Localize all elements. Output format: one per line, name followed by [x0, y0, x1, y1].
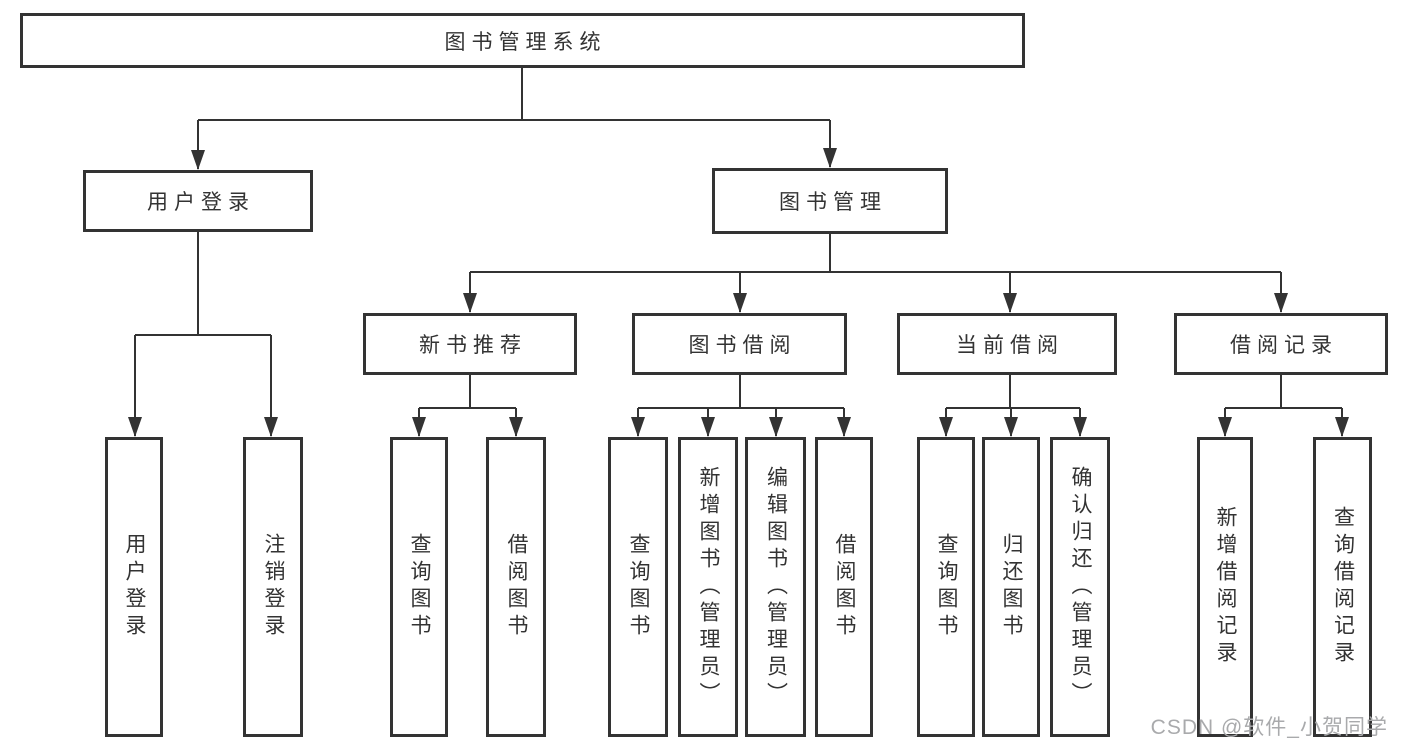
leaf-add-borrow-record: 新增借阅记录: [1197, 437, 1253, 737]
node-library-management-system: 图书管理系统: [20, 13, 1025, 68]
leaf-edit-books-admin: 编辑图书（管理员）: [745, 437, 806, 737]
csdn-watermark: CSDN @软件_小贺同学: [1150, 716, 1388, 739]
leaf-return-books: 归还图书: [982, 437, 1040, 737]
node-borrow-record: 借阅记录: [1174, 313, 1388, 375]
leaf-query-books-current: 查询图书: [917, 437, 975, 737]
leaf-logout: 注销登录: [243, 437, 303, 737]
leaf-query-books-recommend: 查询图书: [390, 437, 448, 737]
leaf-query-borrow-record: 查询借阅记录: [1313, 437, 1372, 737]
node-book-borrow: 图书借阅: [632, 313, 847, 375]
node-new-book-recommend: 新书推荐: [363, 313, 577, 375]
connector-new-book-recommend: [412, 375, 523, 437]
connector-borrow-record: [1218, 375, 1349, 437]
node-user-login: 用户登录: [83, 170, 313, 232]
leaf-borrow-books: 借阅图书: [815, 437, 873, 737]
leaf-borrow-books-recommend: 借阅图书: [486, 437, 546, 737]
node-book-management: 图书管理: [712, 168, 948, 234]
connector-book-management: [463, 234, 1288, 313]
leaf-user-login: 用户登录: [105, 437, 163, 737]
leaf-query-books-borrow: 查询图书: [608, 437, 668, 737]
leaf-add-books-admin: 新增图书（管理员）: [678, 437, 738, 737]
connector-root: [191, 68, 837, 170]
leaf-confirm-return-admin: 确认归还（管理员）: [1050, 437, 1110, 737]
connector-current-borrow: [939, 375, 1087, 437]
connector-book-borrow: [631, 375, 851, 437]
connector-user-login: [128, 232, 278, 437]
node-current-borrow: 当前借阅: [897, 313, 1117, 375]
